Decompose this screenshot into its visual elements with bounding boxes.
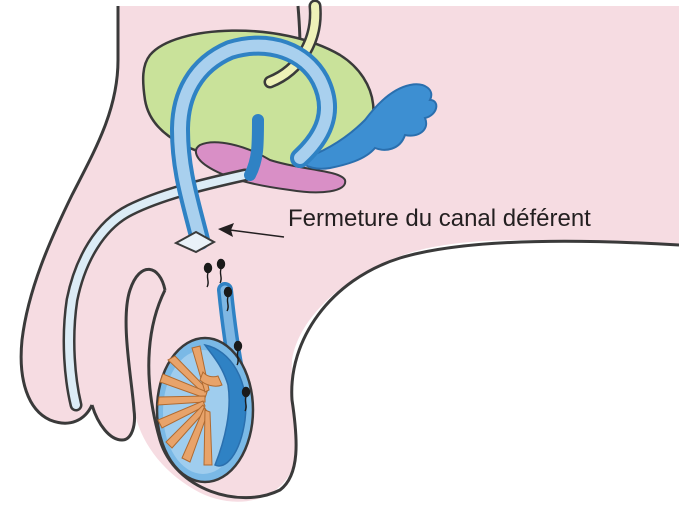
annotation-label: Fermeture du canal déférent: [288, 205, 591, 232]
